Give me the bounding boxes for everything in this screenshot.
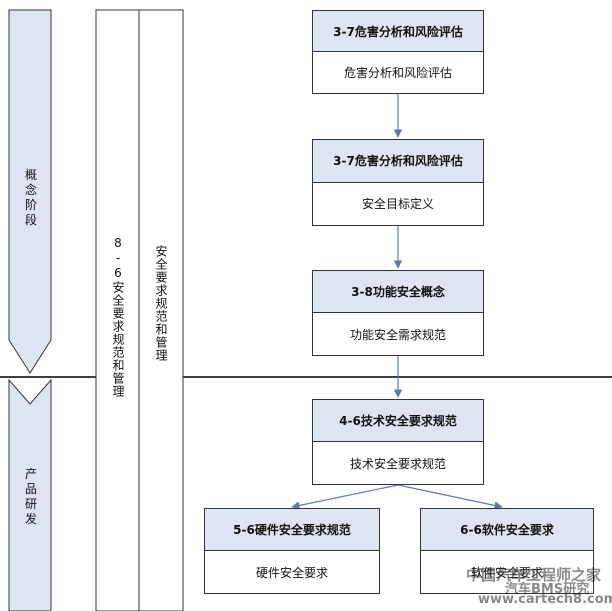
box-header: 3-7危害分析和风险评估 [313, 140, 483, 183]
phase-concept-arrow [8, 9, 52, 374]
column-frame-right [138, 9, 184, 611]
process-box-functional-safety-concept: 3-8功能安全概念 功能安全需求规范 [312, 270, 484, 356]
arrow-box4-box6 [397, 484, 503, 510]
box-body: 功能安全需求规范 [349, 327, 446, 342]
box-header: 4-6技术安全要求规范 [313, 400, 483, 442]
process-box-software-safety: 6-6软件安全要求 软件安全要求 [420, 508, 594, 594]
box-header: 5-6硬件安全要求规范 [205, 509, 379, 551]
box-body: 危害分析和风险评估 [343, 66, 452, 80]
process-box-hara-1: 3-7危害分析和风险评估 危害分析和风险评估 [312, 10, 484, 94]
watermark-channel: 汽车BMS研究 [505, 582, 590, 597]
process-box-hardware-safety: 5-6硬件安全要求规范 硬件安全要求 [204, 508, 380, 594]
process-box-technical-safety: 4-6技术安全要求规范 技术安全要求规范 [312, 399, 484, 485]
column-right-title: 安全要求规范和管理 [154, 245, 168, 362]
process-box-hara-2: 3-7危害分析和风险评估 安全目标定义 [312, 139, 484, 226]
box-header: 6-6软件安全要求 [421, 509, 593, 551]
phase-development-arrow [8, 378, 52, 611]
box-body: 硬件安全要求 [255, 565, 328, 580]
watermark-site-name: 中国汽车工程师之家 [466, 566, 602, 584]
box-body: 软件安全要求 [470, 565, 543, 580]
watermark-url: www.cartech8.com [478, 592, 612, 607]
column-left-title: 8-6安全要求规范和管理 [111, 236, 125, 398]
box-header: 3-8功能安全概念 [313, 271, 483, 313]
box-body: 技术安全要求规范 [349, 456, 446, 471]
phase-concept-label: 概念阶段 [24, 168, 37, 227]
box-body: 安全目标定义 [361, 197, 434, 212]
phase-development-label: 产品研发 [24, 467, 37, 526]
arrow-box4-box5 [291, 484, 399, 510]
box-header: 3-7危害分析和风险评估 [313, 11, 483, 52]
